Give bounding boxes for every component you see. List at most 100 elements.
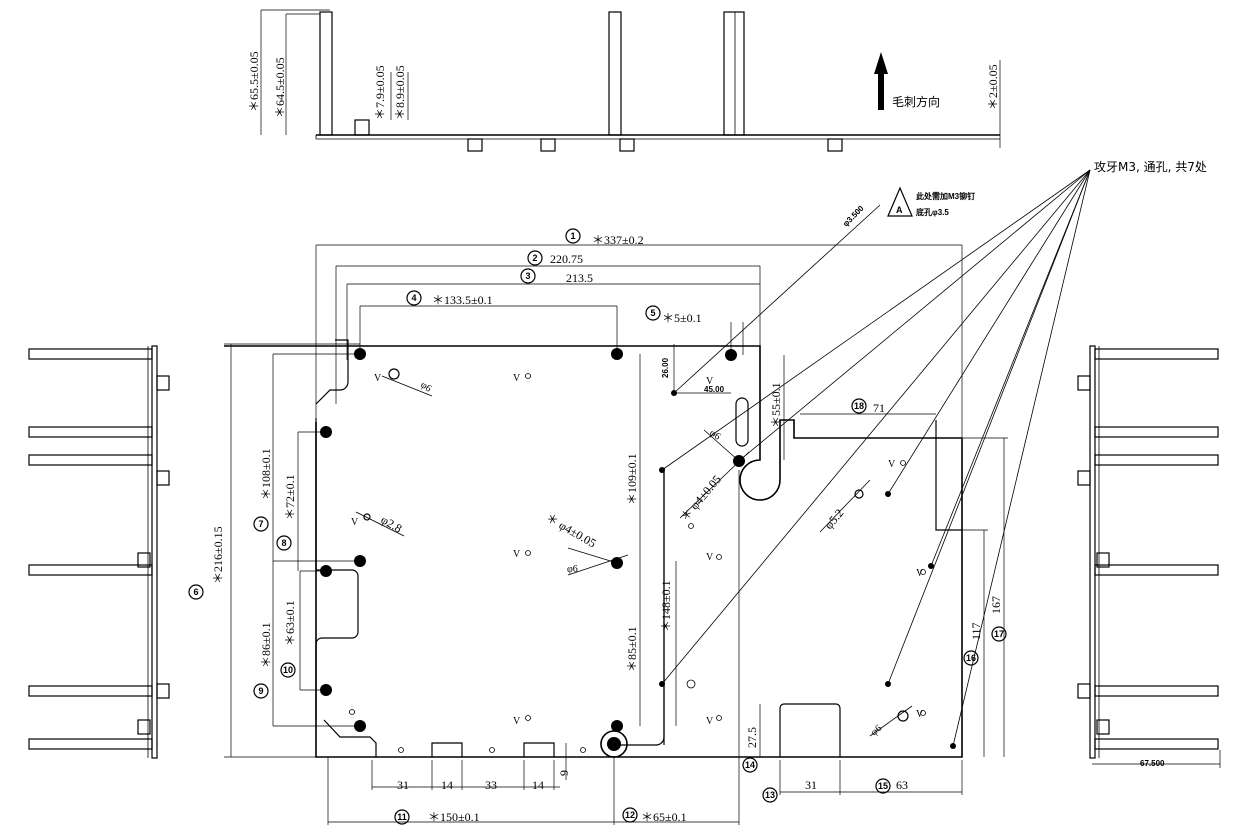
svg-text:V: V: [374, 373, 382, 384]
svg-text:底孔φ3.5: 底孔φ3.5: [915, 207, 949, 217]
callout-number: 11: [397, 812, 407, 822]
svg-text:V: V: [916, 709, 924, 720]
svg-text:V: V: [888, 459, 896, 470]
svg-text:14: 14: [532, 778, 544, 792]
holes: [320, 348, 745, 732]
callout-number: 16: [966, 653, 976, 663]
side-view-right: [1077, 345, 1221, 768]
svg-text:＊ φ4±0.05: ＊ φ4±0.05: [544, 510, 599, 550]
svg-text:φ6: φ6: [567, 564, 578, 575]
callout-circle: [394, 809, 410, 825]
svg-text:φ6: φ6: [707, 427, 722, 442]
callout-dimension: 27.5: [745, 727, 759, 748]
callout-circle: [622, 807, 638, 823]
callout-circle: [527, 250, 543, 266]
callout-circle: [565, 228, 581, 244]
callout-8: 8＊72±0.1: [276, 474, 297, 551]
callout-number: 9: [258, 686, 263, 696]
svg-text:67.500: 67.500: [1140, 759, 1165, 768]
svg-text:A: A: [896, 205, 903, 215]
svg-text:φ5.2: φ5.2: [822, 506, 847, 532]
svg-text:＊109±0.1: ＊109±0.1: [625, 453, 639, 505]
svg-text:45.00: 45.00: [704, 385, 725, 394]
svg-text:V: V: [351, 517, 359, 528]
callout-dimension: 213.5: [566, 271, 593, 285]
callout-11: 11 ＊150±0.1: [394, 809, 480, 825]
callout-dimension: 63: [896, 778, 908, 792]
callout-6: 6＊216±0.15: [188, 526, 225, 600]
callout-10: 10 ＊63±0.1: [280, 600, 297, 678]
svg-text:此处需加M3铆钉: 此处需加M3铆钉: [916, 191, 975, 201]
callout-number: 15: [878, 781, 888, 791]
callout-7: 7＊108±0.1: [253, 448, 273, 532]
svg-text:33: 33: [485, 778, 497, 792]
callout-number: 10: [283, 665, 293, 675]
side-dim-65-5: ＊65.5±0.05: [247, 51, 261, 112]
callout-dimension: ＊337±0.2: [592, 233, 644, 247]
callout-circle: [963, 650, 979, 666]
side-dim-2: ＊2±0.05: [986, 64, 1000, 110]
burr-direction-arrow-icon: [878, 72, 884, 110]
main-plate-outline: [224, 339, 963, 758]
callout-circle: [851, 398, 867, 414]
svg-text:V: V: [513, 373, 521, 384]
svg-text:V: V: [706, 552, 714, 563]
svg-text:φ6: φ6: [869, 723, 884, 738]
svg-text:V: V: [916, 568, 924, 579]
svg-text:V: V: [706, 716, 714, 727]
callout-9: 9 ＊86±0.1: [253, 622, 273, 699]
callout-5: 5＊5±0.1: [645, 305, 702, 325]
callout-number: 4: [411, 293, 416, 303]
dimension-lines: [224, 244, 1008, 825]
svg-text:V: V: [706, 376, 714, 387]
side-dim-7-9: ＊7.9±0.05: [373, 65, 387, 120]
svg-text:＊148±0.1: ＊148±0.1: [659, 580, 673, 632]
callout-circle: [280, 662, 296, 678]
svg-text:31: 31: [397, 778, 409, 792]
callout-number: 12: [625, 810, 635, 820]
callout-circle: [253, 683, 269, 699]
callout-14: 14 27.5: [742, 727, 759, 773]
callout-number: 3: [525, 271, 530, 281]
tap-leader-lines: [661, 169, 1091, 747]
callout-circle: [253, 516, 269, 532]
svg-text:＊85±0.1: ＊85±0.1: [625, 626, 639, 672]
svg-text:14: 14: [441, 778, 453, 792]
callout-circle: [645, 305, 661, 321]
callout-4: 4＊133.5±0.1: [406, 290, 493, 307]
callout-dimension: ＊72±0.1: [283, 474, 297, 520]
callout-2: 2 220.75: [527, 250, 583, 266]
open-holes: [349, 368, 926, 758]
callout-number: 18: [854, 401, 864, 411]
callout-number: 14: [745, 760, 755, 770]
dimension-texts: 26.00 45.00 ＊55±0.1 ＊109±0.1 ＊148±0.1 ＊8…: [379, 357, 1166, 792]
callout-number: 17: [994, 629, 1004, 639]
callout-dimension: 220.75: [550, 252, 583, 266]
callout-dimension: 167: [989, 596, 1003, 614]
callout-dimension: ＊5±0.1: [662, 311, 702, 325]
callout-dimension: 71: [873, 401, 885, 415]
callout-dimension: ＊65±0.1: [641, 810, 687, 824]
callout-dimension: ＊216±0.15: [211, 526, 225, 584]
hole: [611, 720, 623, 732]
callout-dimension: ＊150±0.1: [428, 810, 480, 824]
svg-text:＊55±0.1: ＊55±0.1: [769, 382, 783, 428]
callout-dimension: ＊86±0.1: [259, 622, 273, 668]
callout-circle: [991, 626, 1007, 642]
side-dim-64-5: ＊64.5±0.05: [273, 57, 287, 118]
note-a: A 此处需加M3铆钉 底孔φ3.5: [887, 186, 975, 217]
tap-note: 攻牙M3, 通孔, 共7处: [1094, 160, 1207, 174]
side-dim-8-9: ＊8.9±0.05: [393, 65, 407, 120]
callout-number: 2: [532, 253, 537, 263]
svg-text:φ6: φ6: [418, 379, 433, 394]
callout-3: 3 213.5: [520, 268, 593, 285]
callout-circle: [188, 584, 204, 600]
callout-circle: [875, 778, 891, 794]
callout-circle: [762, 787, 778, 803]
callout-dimension: ＊63±0.1: [283, 600, 297, 646]
callout-circle: [520, 268, 536, 284]
svg-text:V: V: [513, 716, 521, 727]
